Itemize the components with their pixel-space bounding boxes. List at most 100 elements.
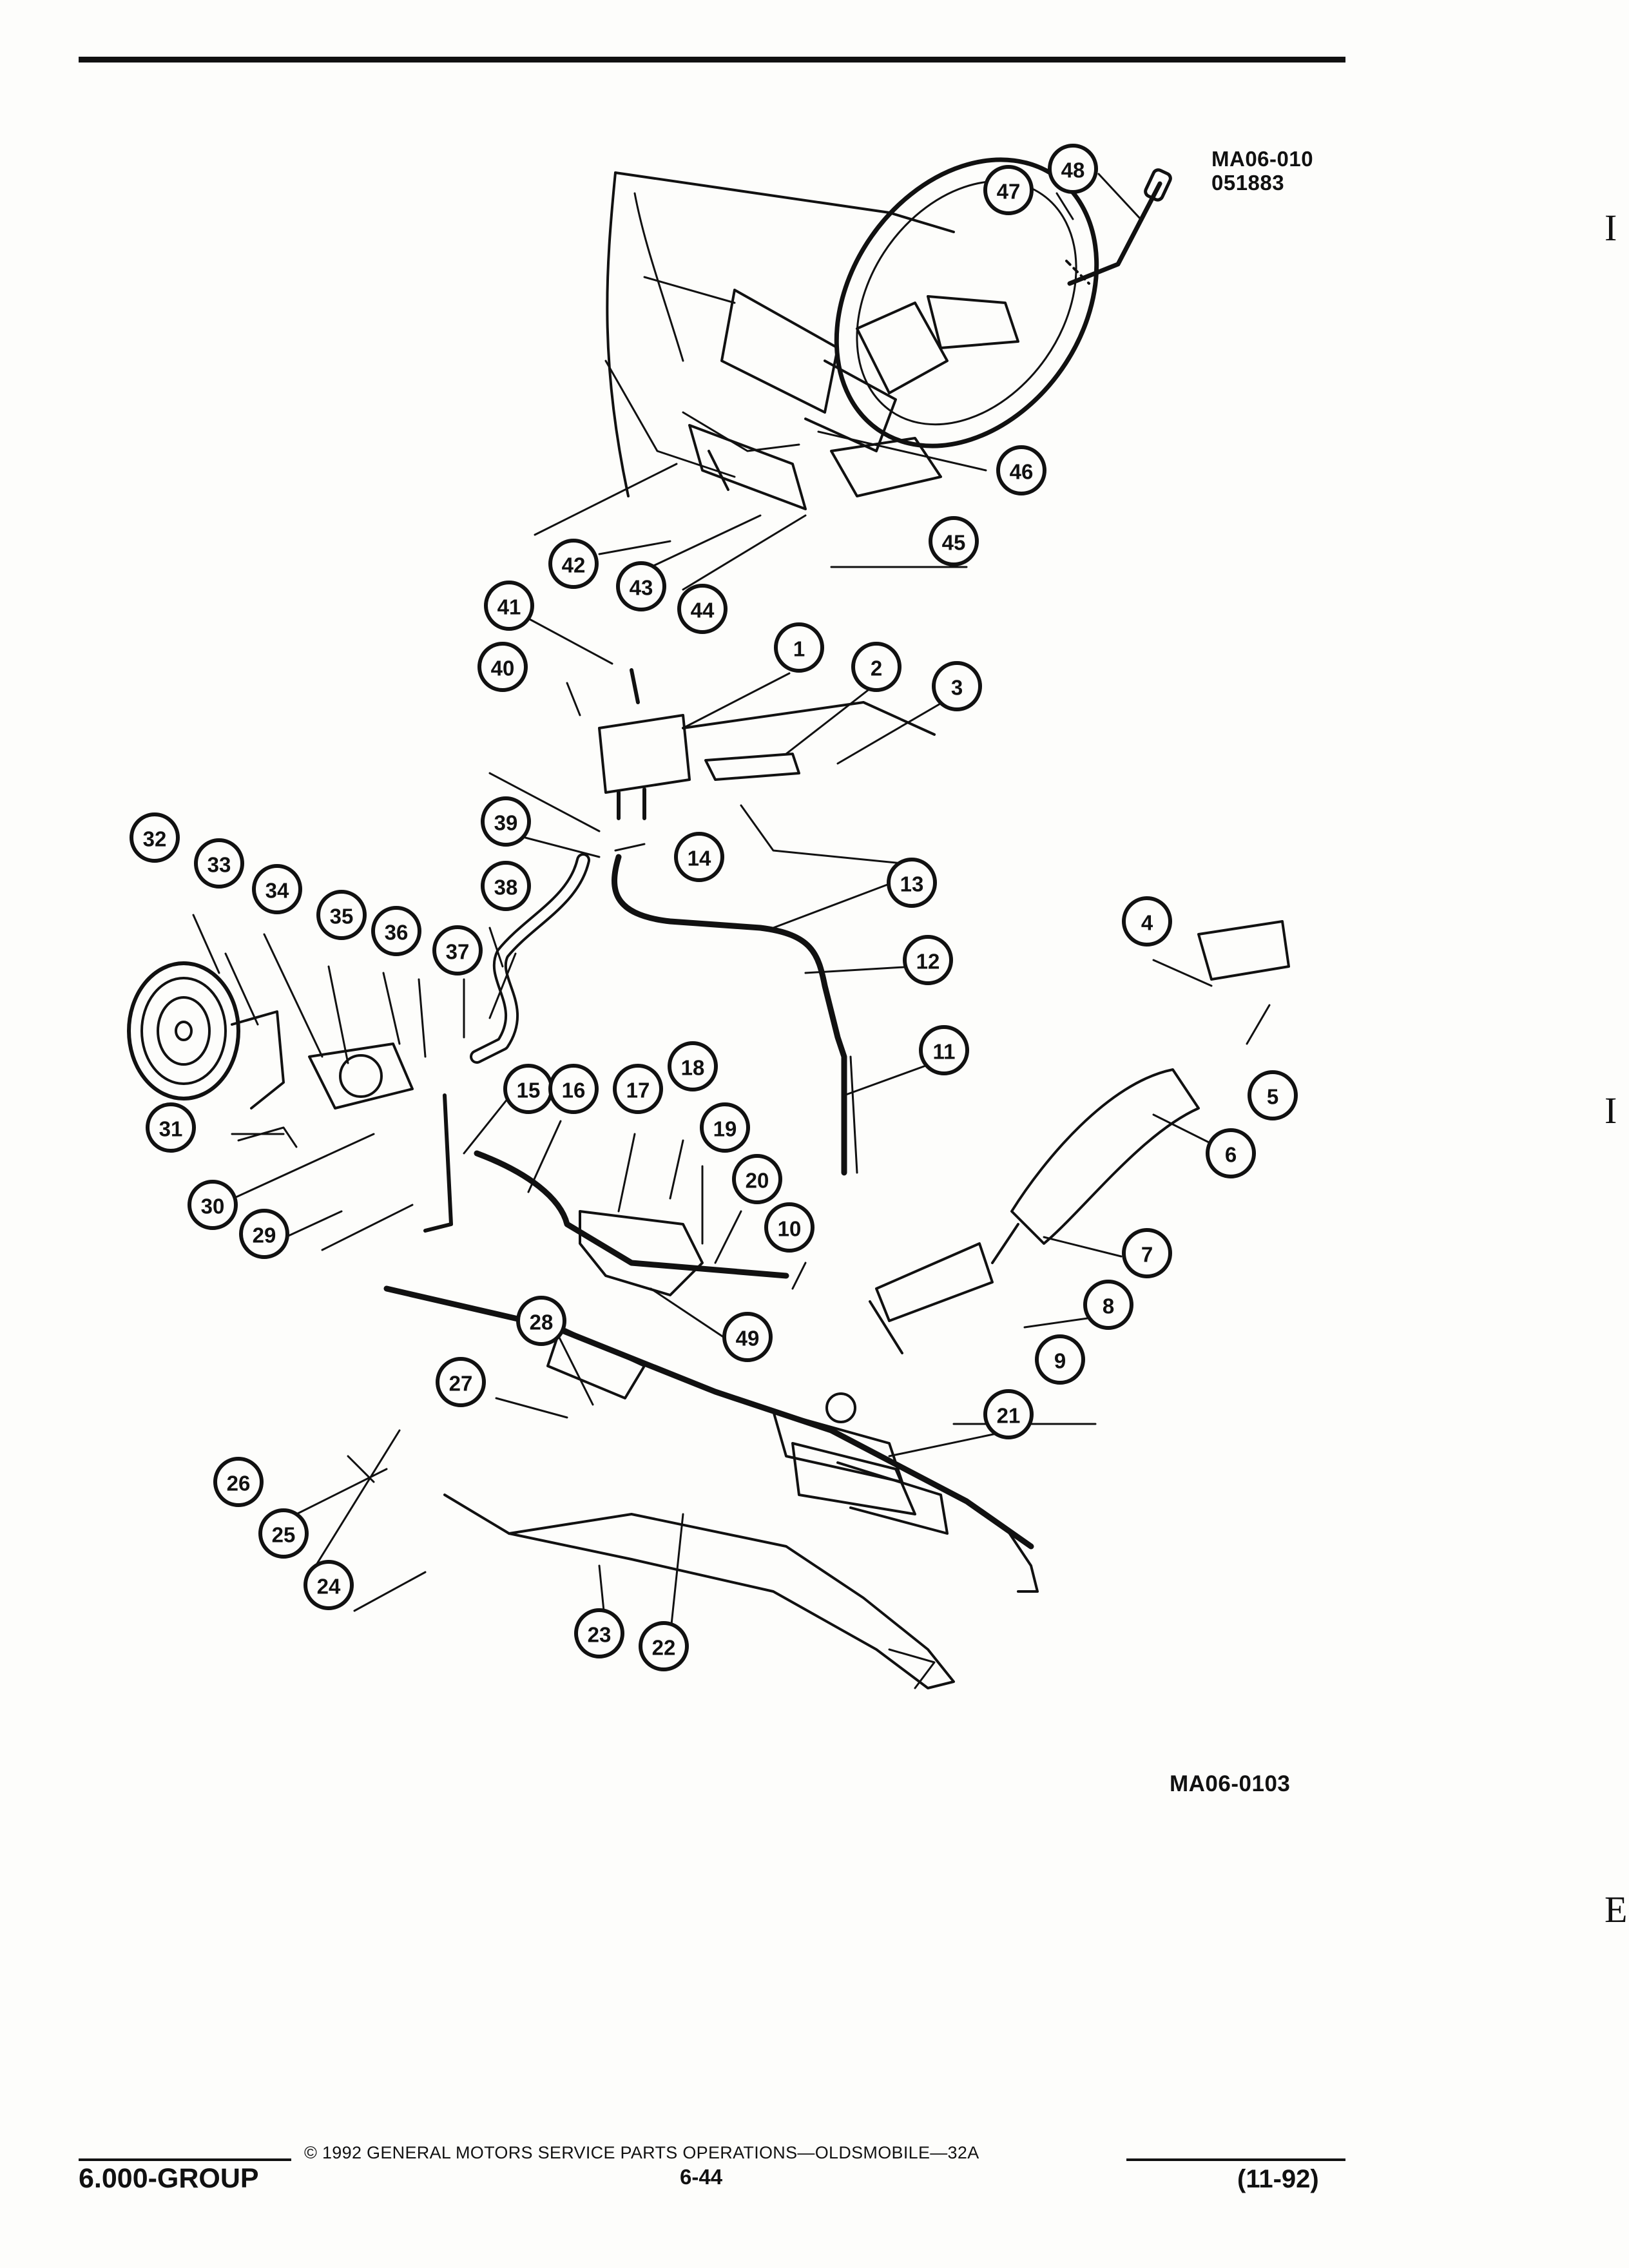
callout-number: 29 (253, 1224, 276, 1247)
callout-circle (668, 1041, 718, 1091)
callout-31: 31 (146, 1102, 196, 1153)
callout-25: 25 (258, 1508, 309, 1559)
callout-36: 36 (371, 906, 421, 956)
figure-ref-code-top: MA06-010 051883 (1211, 147, 1313, 195)
callout-29: 29 (239, 1209, 289, 1259)
heat-shield (579, 1210, 704, 1296)
callout-circle (929, 516, 979, 566)
callout-number: 42 (562, 553, 586, 577)
footer-group-code: 6.000-GROUP (79, 2163, 259, 2194)
callout-18: 18 (668, 1041, 718, 1091)
callout-number: 8 (1103, 1294, 1114, 1318)
callout-49: 49 (722, 1312, 773, 1362)
callout-circle (677, 584, 728, 634)
callout-circle (252, 864, 302, 914)
callout-circle (1083, 1280, 1133, 1330)
callout-number: 38 (494, 876, 518, 899)
callout-9: 9 (1035, 1334, 1085, 1385)
callout-circle (477, 642, 528, 692)
footer-rule-right (1126, 2158, 1345, 2161)
callout-circle (1122, 896, 1172, 947)
callout-13: 13 (887, 858, 937, 908)
callout-28: 28 (516, 1296, 566, 1346)
callout-11: 11 (919, 1025, 969, 1075)
figure-ref-code-bottom: MA06-0103 (1170, 1771, 1291, 1796)
callout-number: 43 (630, 576, 653, 600)
callout-33: 33 (194, 838, 244, 889)
callout-number: 26 (227, 1472, 251, 1495)
callout-number: 1 (793, 637, 805, 661)
callout-15: 15 (503, 1064, 554, 1114)
callout-number: 14 (688, 847, 711, 870)
callout-number: 36 (385, 921, 409, 945)
callout-circle (1248, 1070, 1298, 1120)
callout-circle (548, 539, 599, 589)
callout-circle (481, 796, 531, 847)
callout-number: 2 (871, 657, 882, 680)
footer-page-number: 6-44 (680, 2165, 723, 2189)
callout-circle (722, 1312, 773, 1362)
callout-circle (481, 861, 531, 911)
callout-38: 38 (481, 861, 531, 911)
callout-number: 35 (330, 905, 354, 928)
callout-circle (304, 1560, 354, 1610)
steering-components-artwork (127, 157, 1290, 1689)
callout-10: 10 (764, 1202, 815, 1253)
callout-circle (613, 1064, 663, 1114)
callout-circle (851, 642, 901, 692)
callout-circle (674, 832, 724, 882)
callout-circle (764, 1202, 815, 1253)
callout-circle (616, 561, 666, 611)
rack-and-pinion-gear (383, 1285, 1039, 1593)
callout-number: 3 (951, 676, 963, 700)
callout-circle (1035, 1334, 1085, 1385)
callout-7: 7 (1122, 1228, 1172, 1278)
callout-14: 14 (674, 832, 724, 882)
power-steering-reservoir (598, 668, 936, 865)
power-steering-pump (127, 961, 414, 1148)
intermediate-shaft (869, 920, 1290, 1354)
callout-27: 27 (436, 1357, 486, 1407)
callout-35: 35 (316, 890, 367, 940)
callout-12: 12 (903, 935, 953, 985)
callout-circle (983, 1389, 1034, 1439)
callout-number: 40 (491, 657, 515, 680)
callout-circle (1206, 1128, 1256, 1178)
callout-16: 16 (548, 1064, 599, 1114)
callout-number: 37 (446, 940, 470, 964)
callout-circle (932, 661, 982, 711)
callout-circle (919, 1025, 969, 1075)
callout-circle (887, 858, 937, 908)
callout-number: 15 (517, 1079, 541, 1102)
callout-number: 41 (497, 595, 521, 619)
callout-number: 32 (143, 827, 167, 851)
callout-39: 39 (481, 796, 531, 847)
front-crossmember (443, 1494, 955, 1689)
callout-26: 26 (213, 1457, 264, 1507)
callout-number: 4 (1141, 911, 1153, 935)
callout-45: 45 (929, 516, 979, 566)
callout-41: 41 (484, 581, 534, 631)
callout-circle (213, 1457, 264, 1507)
callout-2: 2 (851, 642, 901, 692)
callout-19: 19 (700, 1102, 750, 1153)
callout-17: 17 (613, 1064, 663, 1114)
callout-number: 6 (1225, 1143, 1237, 1167)
callout-circle (548, 1064, 599, 1114)
callout-1: 1 (774, 622, 824, 673)
callout-6: 6 (1206, 1128, 1256, 1178)
callout-46: 46 (996, 445, 1046, 495)
callout-circle (516, 1296, 566, 1346)
callout-circle (1048, 144, 1098, 194)
callout-43: 43 (616, 561, 666, 611)
callout-circle (436, 1357, 486, 1407)
callout-circle (188, 1180, 238, 1230)
top-rule (79, 57, 1345, 62)
callout-number: 25 (272, 1523, 296, 1547)
callout-circle (484, 581, 534, 631)
callout-40: 40 (477, 642, 528, 692)
instrument-panel-outline (604, 171, 955, 497)
